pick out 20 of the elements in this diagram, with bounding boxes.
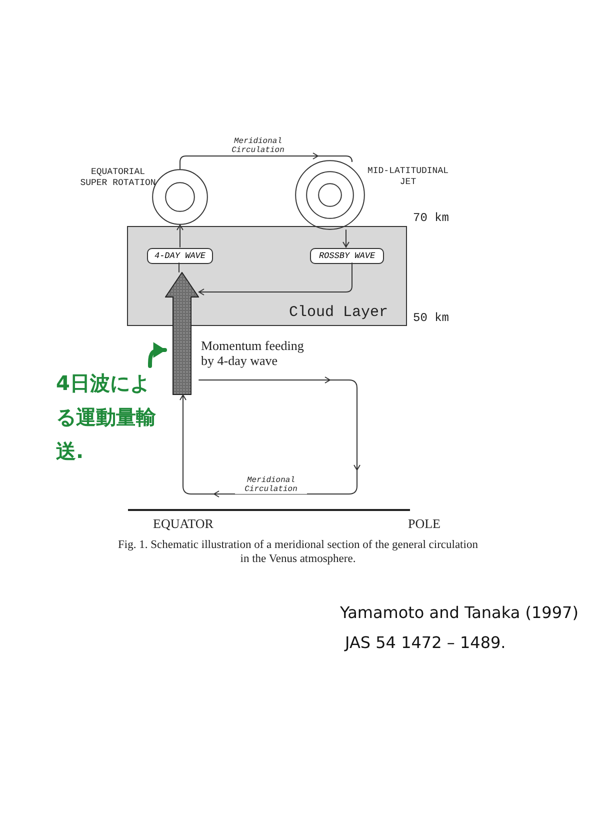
wave-label-box: ROSSBY WAVE (310, 248, 384, 264)
edge-label: Meridional Circulation (235, 476, 307, 494)
region-heading: MID-LATITUDINAL JET (366, 166, 450, 188)
circulation-arrow (180, 376, 360, 498)
annotation-text: Momentum feeding by 4-day wave (201, 338, 305, 368)
region-heading: EQUATORIAL SUPER ROTATION (79, 167, 157, 189)
axis-end-label: EQUATOR (153, 516, 214, 532)
altitude-label: 70 km (413, 211, 450, 225)
handwritten-reference: JAS 54 1472 – 1489. (345, 633, 506, 652)
handwritten-reference: Yamamoto and Tanaka (1997) (340, 603, 578, 622)
wave-label-box: 4-DAY WAVE (147, 248, 213, 264)
circulation-arrow (198, 262, 352, 296)
figure-caption: Fig. 1. Schematic illustration of a meridional section of the general circulation in the Venus atmosphere. (118, 538, 478, 566)
axis-end-label: POLE (408, 516, 440, 532)
altitude-label: 50 km (413, 311, 450, 325)
handwritten-note: 4日波による運動量輸送. (56, 370, 157, 465)
layer-label: Cloud Layer (288, 304, 388, 321)
circulation-arrow (176, 224, 184, 248)
circulation-arrow (342, 230, 350, 248)
cloud-layer-band (127, 226, 407, 326)
